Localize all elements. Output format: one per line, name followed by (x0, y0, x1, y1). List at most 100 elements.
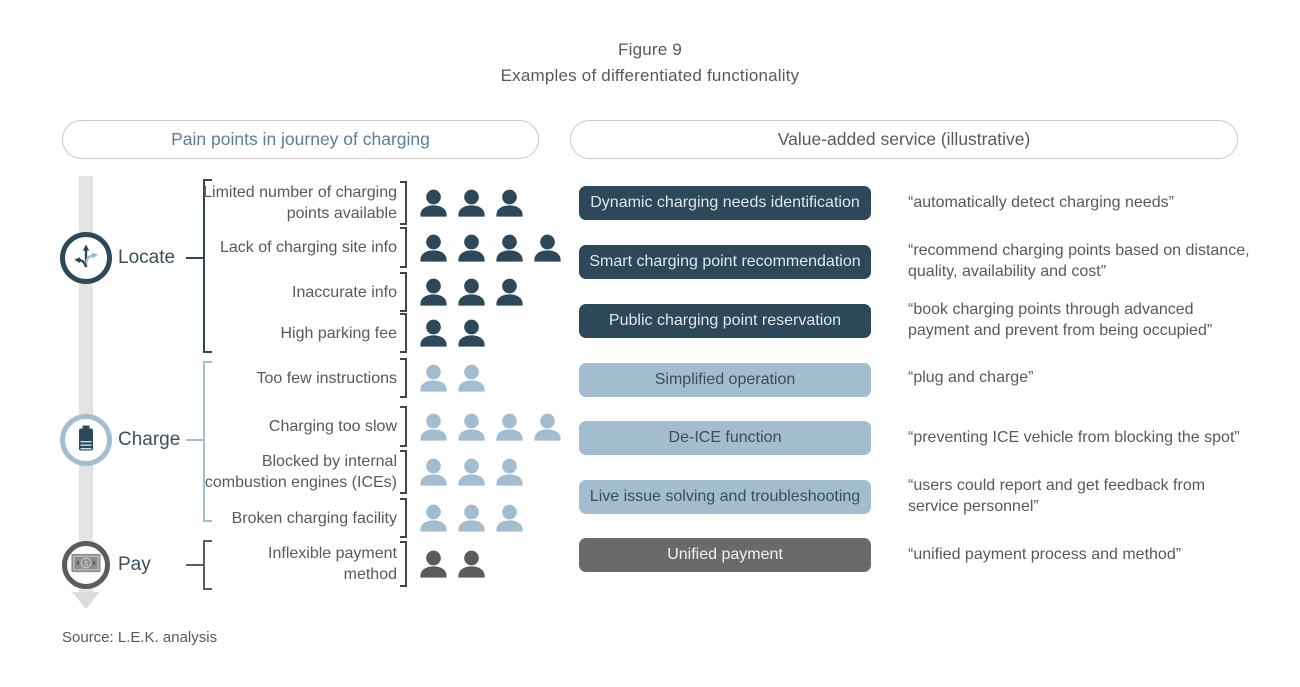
bracket-connector-pay (186, 564, 203, 566)
person-icon (420, 458, 447, 486)
pain-label: Lack of charging site info (220, 239, 397, 256)
service-quote: “recommend charging points based on dist… (908, 242, 1250, 280)
service-quote: “preventing ICE vehicle from blocking th… (908, 429, 1240, 446)
row-bracket (400, 406, 407, 447)
group-bracket-pay (203, 540, 212, 590)
pain-row: Inaccurate info (187, 272, 627, 312)
pain-row: High parking fee (187, 313, 627, 353)
bracket-connector-locate (186, 257, 203, 259)
pain-label: High parking fee (280, 324, 397, 342)
person-icon (458, 504, 485, 532)
pain-label: Limited number of charging points availa… (203, 184, 397, 222)
person-icon (458, 364, 485, 392)
pain-points-header-pill: Pain points in journey of charging (62, 120, 539, 159)
row-bracket (400, 181, 407, 225)
value-added-header-label: Value-added service (illustrative) (777, 129, 1031, 149)
people-group (418, 272, 525, 312)
person-icon (420, 550, 447, 578)
service-quote: “plug and charge” (908, 369, 1034, 386)
group-bracket-charge (203, 361, 212, 522)
pain-label: Charging too slow (268, 418, 397, 435)
pain-row: Broken charging facility (187, 498, 627, 538)
people-group (418, 227, 563, 268)
person-icon (458, 319, 485, 347)
service-button: Unified payment (579, 538, 871, 572)
pain-points-header-label: Pain points in journey of charging (171, 129, 430, 149)
service-button: Live issue solving and troubleshooting (579, 480, 871, 514)
pain-row: Charging too slow (187, 406, 627, 447)
pain-label: Broken charging facility (231, 509, 397, 527)
row-bracket (400, 313, 407, 353)
person-icon (420, 319, 447, 347)
people-group (418, 406, 563, 447)
banknote-icon: $ (70, 553, 102, 578)
service-quote: “automatically detect charging needs” (908, 194, 1174, 211)
timeline-arrow-icon (72, 592, 100, 609)
people-group (418, 498, 525, 538)
person-icon (496, 189, 523, 217)
person-icon (496, 413, 523, 441)
pain-label: Inaccurate info (292, 283, 397, 301)
service-button: Public charging point reservation (579, 304, 871, 338)
row-bracket (400, 272, 407, 312)
group-bracket-locate (203, 179, 212, 353)
pain-label: Blocked by internal combustion engines (… (204, 453, 397, 491)
service-button: Simplified operation (579, 363, 871, 397)
people-group (418, 181, 525, 225)
service-button: Smart charging point recommendation (579, 245, 871, 279)
person-icon (496, 458, 523, 486)
service-quote: “unified payment process and method” (908, 546, 1182, 563)
person-icon (534, 234, 561, 262)
people-group (418, 313, 487, 353)
row-bracket (400, 541, 407, 587)
stage-circle-locate (60, 232, 112, 284)
source-note: Source: L.E.K. analysis (62, 629, 218, 646)
people-group (418, 358, 487, 398)
pain-row: Inflexible payment method (187, 541, 627, 587)
service-quote: “users could report and get feedback fro… (908, 477, 1206, 515)
pain-label: Inflexible payment method (268, 545, 397, 583)
row-bracket (400, 498, 407, 538)
person-icon (496, 234, 523, 262)
people-group (418, 541, 487, 587)
person-icon (420, 413, 447, 441)
person-icon (458, 550, 485, 578)
directions-icon (71, 241, 101, 276)
person-icon (496, 278, 523, 306)
person-icon (458, 189, 485, 217)
service-button: De-ICE function (579, 421, 871, 455)
stage-circle-charge (60, 414, 112, 466)
person-icon (420, 278, 447, 306)
person-icon (458, 458, 485, 486)
person-icon (420, 234, 447, 262)
stage-circle-pay: $ (62, 541, 110, 589)
pain-row: Too few instructions (187, 358, 627, 398)
person-icon (458, 413, 485, 441)
bracket-connector-charge (186, 439, 203, 441)
battery-icon (73, 424, 99, 457)
value-added-header-pill: Value-added service (illustrative) (570, 120, 1238, 159)
pain-row: Lack of charging site info (187, 227, 627, 268)
stage-label-charge: Charge (118, 429, 181, 450)
person-icon (420, 364, 447, 392)
pain-row: Limited number of charging points availa… (187, 181, 627, 225)
people-group (418, 450, 525, 494)
person-icon (496, 504, 523, 532)
stage-label-pay: Pay (118, 554, 151, 575)
pain-label: Too few instructions (256, 369, 397, 387)
service-button: Dynamic charging needs identification (579, 186, 871, 220)
stage-label-locate: Locate (118, 247, 176, 268)
row-bracket (400, 358, 407, 398)
svg-text:$: $ (84, 558, 89, 567)
service-quote: “book charging points through advanced p… (908, 301, 1213, 339)
person-icon (420, 189, 447, 217)
person-icon (534, 413, 561, 441)
person-icon (420, 504, 447, 532)
row-bracket (400, 227, 407, 268)
person-icon (458, 278, 485, 306)
figure-title: Examples of differentiated functionality (500, 66, 800, 85)
row-bracket (400, 450, 407, 494)
figure-number: Figure 9 (618, 40, 682, 59)
person-icon (458, 234, 485, 262)
